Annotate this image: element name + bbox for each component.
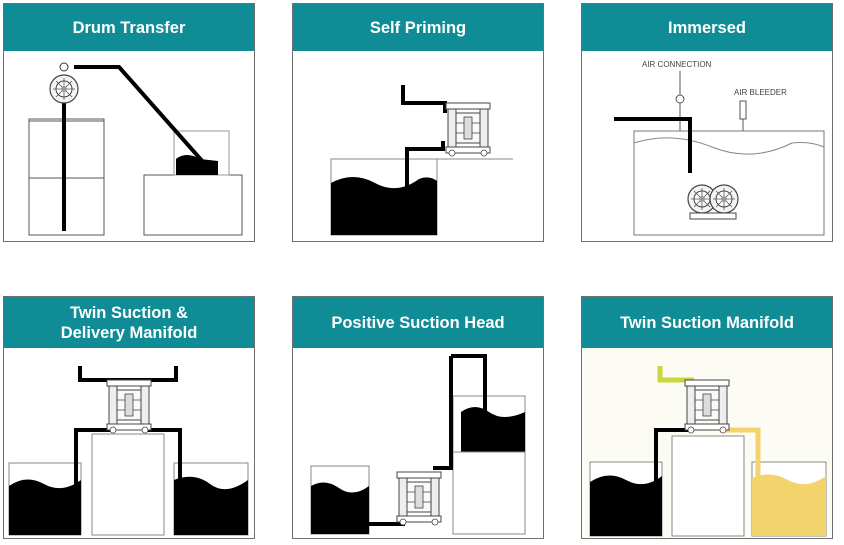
panel-title-line2: Delivery Manifold — [60, 323, 198, 342]
twin-suction-manifold-diagram — [582, 348, 832, 538]
panel-title: Self Priming — [293, 4, 543, 51]
panel-twin-suction-delivery-manifold: Twin Suction & Delivery Manifold — [3, 296, 255, 539]
panel-title-line1: Twin Suction & — [70, 303, 188, 322]
panel-title: Positive Suction Head — [293, 297, 543, 348]
panel-positive-suction-head: Positive Suction Head — [292, 296, 544, 539]
twin-suction-delivery-diagram — [8, 366, 249, 536]
self-priming-diagram — [330, 85, 513, 236]
panel-title: Drum Transfer — [4, 4, 254, 51]
air-bleeder-label: AIR BLEEDER — [734, 88, 787, 97]
panel-title: Twin Suction & Delivery Manifold — [4, 297, 254, 348]
panel-self-priming: Self Priming — [292, 3, 544, 242]
panel-twin-suction-manifold: Twin Suction Manifold — [581, 296, 833, 539]
panel-immersed: Immersed AIR CONNECTION AIR BLEEDER — [581, 3, 833, 242]
air-connection-label: AIR CONNECTION — [642, 60, 712, 69]
panel-drum-transfer: Drum Transfer — [3, 3, 255, 242]
positive-suction-head-diagram — [310, 354, 526, 535]
panel-title: Twin Suction Manifold — [582, 297, 832, 348]
immersed-diagram: AIR CONNECTION AIR BLEEDER — [614, 60, 825, 236]
panel-title: Immersed — [582, 4, 832, 51]
drum-transfer-diagram — [28, 62, 243, 236]
